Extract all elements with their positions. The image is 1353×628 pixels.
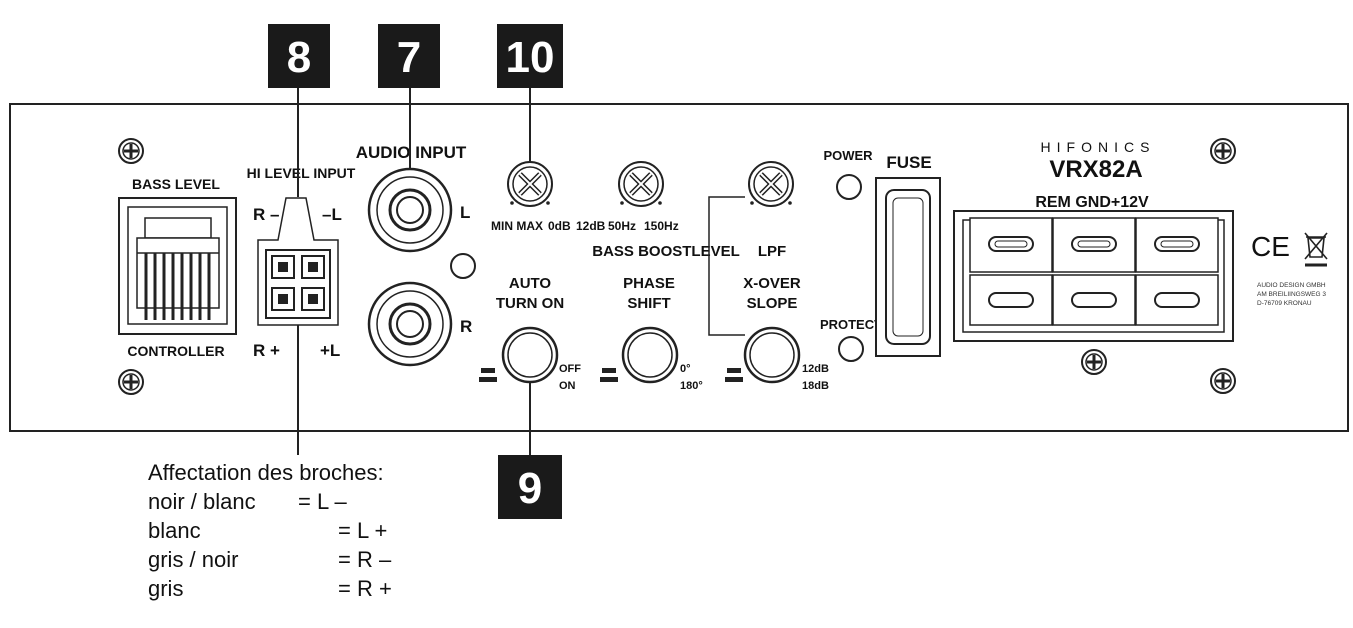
svg-text:8: 8 xyxy=(287,33,311,82)
rca-right-jack xyxy=(367,281,453,367)
protect-label: PROTECT xyxy=(820,317,882,332)
power-led xyxy=(836,174,862,200)
address-line-1: AUDIO DESIGN GMBH xyxy=(1257,282,1326,289)
pin-row: gris / noir = R – xyxy=(148,545,392,574)
screw-icon xyxy=(1209,367,1237,395)
l-plus-label: +L xyxy=(320,341,340,360)
screw-icon xyxy=(117,368,145,396)
terminal-gnd-icon xyxy=(1052,217,1136,273)
ground-post xyxy=(450,253,476,279)
pin-wire: gris / noir xyxy=(148,547,239,572)
pin-row: noir / blanc = L – xyxy=(148,487,392,516)
slope-12db-label: 12dB xyxy=(802,363,829,375)
protect-led xyxy=(838,336,864,362)
on-label: ON xyxy=(559,380,576,392)
x-over-label: X-OVER xyxy=(743,275,801,292)
pin-assignment: Affectation des broches: noir / blanc = … xyxy=(148,458,392,603)
phase-shift-switch-icon xyxy=(621,326,679,384)
callout-7: 7 xyxy=(378,24,440,88)
lpf-knob-icon xyxy=(749,162,793,206)
controller-label: CONTROLLER xyxy=(127,343,224,359)
level-knob-icon xyxy=(508,162,552,206)
callout-10: 10 xyxy=(497,24,563,88)
pin-row: gris = R + xyxy=(148,574,392,603)
slope-label: SLOPE xyxy=(747,295,798,312)
screw-icon xyxy=(1209,137,1237,165)
shift-label: SHIFT xyxy=(627,295,670,312)
power-label: POWER xyxy=(823,148,873,163)
callout-8: 8 xyxy=(268,24,330,88)
hi-level-input-label: HI LEVEL INPUT xyxy=(247,165,356,181)
pin-wire: blanc xyxy=(148,518,201,543)
zero-db-label: 0dB xyxy=(548,219,571,233)
fuse-label: FUSE xyxy=(886,153,931,172)
fifty-hz-label: 50Hz xyxy=(608,219,636,233)
audio-r-label: R xyxy=(460,317,472,336)
audio-input-label: AUDIO INPUT xyxy=(356,143,467,162)
svg-text:7: 7 xyxy=(397,33,421,82)
pin-value: = R – xyxy=(338,547,392,572)
svg-text:10: 10 xyxy=(506,33,555,82)
slope-18db-label: 18dB xyxy=(802,380,829,392)
ce-mark-icon: CE xyxy=(1251,231,1290,262)
rem-gnd-label: REM GND+12V xyxy=(1035,194,1149,211)
off-label: OFF xyxy=(559,363,581,375)
pin-wire: noir / blanc xyxy=(148,489,256,514)
turn-on-label: TURN ON xyxy=(496,295,564,312)
lpf-label: LPF xyxy=(758,243,786,260)
screw-icon xyxy=(117,137,145,165)
terminal-rem-icon xyxy=(969,217,1053,273)
weee-bin-icon xyxy=(1304,232,1328,267)
pin-wire: gris xyxy=(148,576,184,601)
twelve-db-label: 12dB xyxy=(576,219,606,233)
bass-boost-knob-icon xyxy=(619,162,663,206)
auto-turn-on-switch-icon xyxy=(501,326,559,384)
phase-label: PHASE xyxy=(623,275,675,292)
pin-assignment-title: Affectation des broches: xyxy=(148,460,384,485)
brand-label: HIFONICS xyxy=(1041,139,1156,155)
audio-l-label: L xyxy=(460,203,470,222)
screw-icon xyxy=(1080,348,1108,376)
pin-value: = L – xyxy=(298,489,347,514)
r-plus-label: R + xyxy=(253,341,280,360)
svg-text:9: 9 xyxy=(518,464,542,513)
terminal-screw-icon xyxy=(969,274,1053,326)
one-eighty-deg-label: 180° xyxy=(680,380,703,392)
x-over-slope-switch-icon xyxy=(743,326,801,384)
terminal-screw-icon xyxy=(1135,274,1219,326)
min-max-label: MIN MAX xyxy=(491,219,543,233)
one-fifty-hz-label: 150Hz xyxy=(644,219,679,233)
pin-row: blanc = L + xyxy=(148,516,392,545)
callout-9: 9 xyxy=(498,455,562,519)
address-line-3: D-76709 KRONAU xyxy=(1257,300,1312,307)
rca-left-jack xyxy=(367,167,453,253)
r-minus-label: R – xyxy=(253,205,279,224)
model-label: VRX82A xyxy=(1049,156,1142,183)
l-minus-label: –L xyxy=(322,205,342,224)
pin-value: = R + xyxy=(338,576,392,601)
pin-value: = L + xyxy=(338,518,388,543)
auto-label: AUTO xyxy=(509,275,552,292)
address-line-2: AM BREILIINGSWEG 3 xyxy=(1257,291,1326,298)
zero-deg-label: 0° xyxy=(680,363,691,375)
bass-boost-level-label: BASS BOOSTLEVEL xyxy=(592,243,740,260)
terminal-12v-icon xyxy=(1135,217,1219,273)
bass-level-label: BASS LEVEL xyxy=(132,176,220,192)
terminal-screw-icon xyxy=(1052,274,1136,326)
